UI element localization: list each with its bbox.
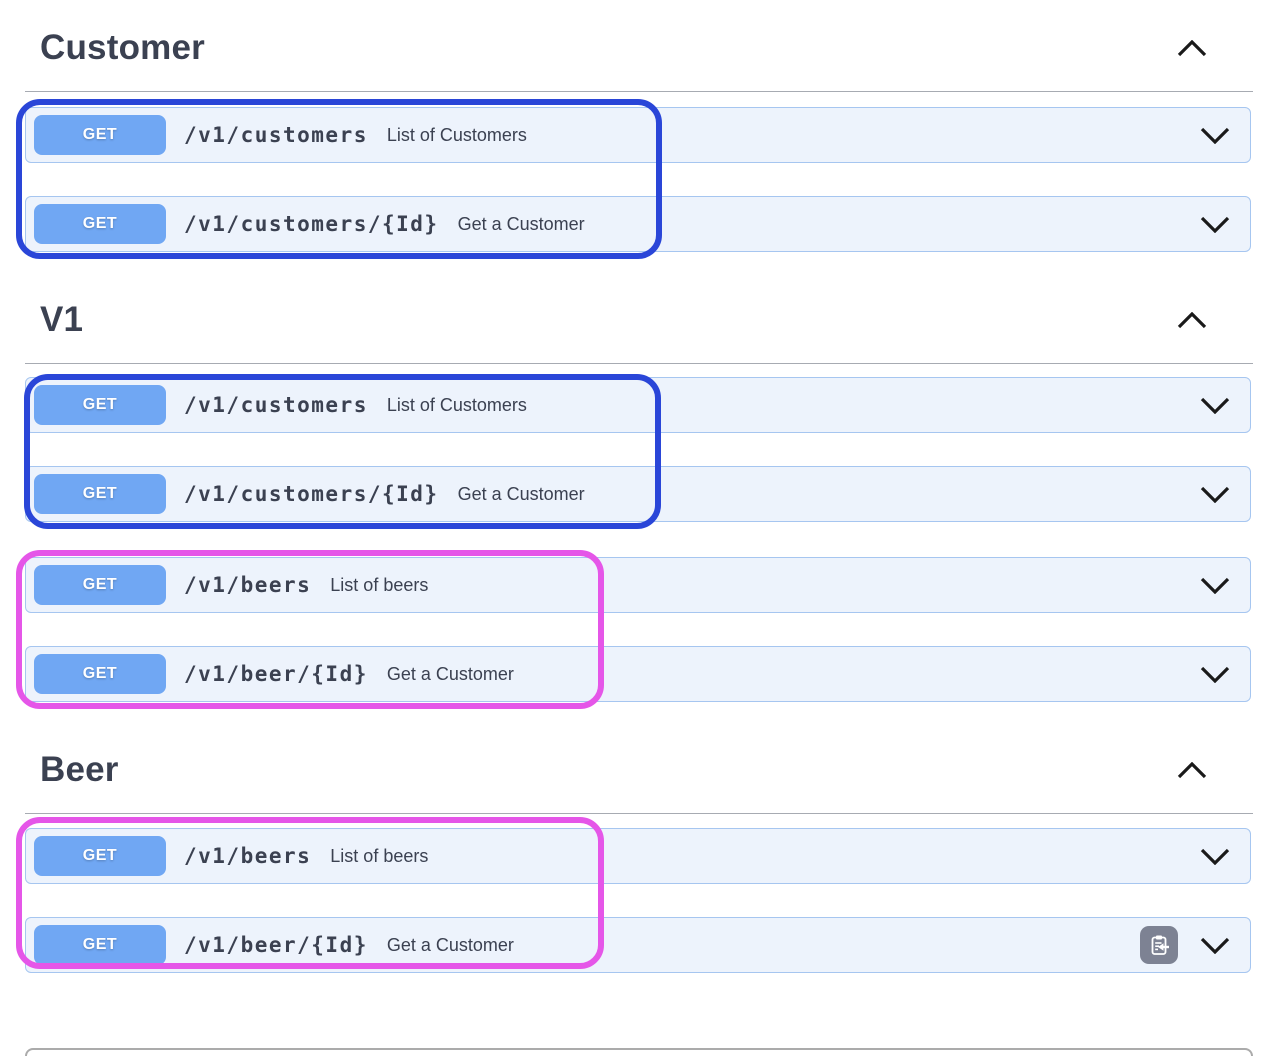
schemas-section-box	[25, 1048, 1253, 1056]
endpoint-path: /v1/customers/{Id}	[184, 212, 439, 236]
http-method-badge: GET	[34, 925, 166, 965]
http-method-badge: GET	[34, 654, 166, 694]
endpoint-row[interactable]: GET /v1/customers/{Id} Get a Customer	[25, 196, 1251, 252]
endpoint-row[interactable]: GET /v1/customers/{Id} Get a Customer	[25, 466, 1251, 522]
endpoint-row[interactable]: GET /v1/beer/{Id} Get a Customer	[25, 646, 1251, 702]
endpoint-description: List of beers	[330, 574, 429, 595]
section-divider	[25, 91, 1253, 92]
endpoint-row[interactable]: GET /v1/beers List of beers	[25, 828, 1251, 884]
endpoint-description: Get a Customer	[386, 663, 514, 684]
chevron-down-icon[interactable]	[1200, 666, 1230, 683]
http-method-badge: GET	[34, 385, 166, 425]
section-header-beer[interactable]: Beer	[25, 746, 1253, 794]
copy-to-clipboard-button[interactable]	[1140, 926, 1178, 964]
endpoint-description: Get a Customer	[386, 934, 514, 955]
section-title: V1	[40, 300, 84, 339]
endpoint-description: Get a Customer	[457, 483, 585, 504]
endpoint-row[interactable]: GET /v1/customers List of Customers	[25, 107, 1251, 163]
section-header-v1[interactable]: V1	[25, 296, 1253, 344]
http-method-badge: GET	[34, 565, 166, 605]
chevron-down-icon[interactable]	[1200, 127, 1230, 144]
endpoint-path: /v1/beer/{Id}	[184, 662, 368, 686]
endpoint-path: /v1/customers/{Id}	[184, 482, 439, 506]
chevron-up-icon[interactable]	[1177, 311, 1207, 329]
endpoint-path: /v1/customers	[184, 393, 368, 417]
endpoint-description: List of beers	[330, 845, 429, 866]
section-title: Customer	[40, 28, 205, 67]
section-header-customer[interactable]: Customer	[25, 24, 1253, 72]
endpoint-description: List of Customers	[386, 124, 527, 145]
endpoint-row[interactable]: GET /v1/beer/{Id} Get a Customer	[25, 917, 1251, 973]
http-method-badge: GET	[34, 836, 166, 876]
http-method-badge: GET	[34, 115, 166, 155]
section-title: Beer	[40, 750, 119, 789]
http-method-badge: GET	[34, 204, 166, 244]
clipboard-paste-icon	[1147, 933, 1171, 957]
endpoint-row[interactable]: GET /v1/customers List of Customers	[25, 377, 1251, 433]
endpoint-path: /v1/beer/{Id}	[184, 933, 368, 957]
chevron-down-icon[interactable]	[1200, 486, 1230, 503]
chevron-up-icon[interactable]	[1177, 761, 1207, 779]
chevron-down-icon[interactable]	[1200, 577, 1230, 594]
chevron-up-icon[interactable]	[1177, 39, 1207, 57]
http-method-badge: GET	[34, 474, 166, 514]
chevron-down-icon[interactable]	[1200, 216, 1230, 233]
chevron-down-icon[interactable]	[1200, 848, 1230, 865]
endpoint-row[interactable]: GET /v1/beers List of beers	[25, 557, 1251, 613]
section-divider	[25, 363, 1253, 364]
chevron-down-icon[interactable]	[1200, 397, 1230, 414]
endpoint-path: /v1/beers	[184, 573, 312, 597]
section-divider	[25, 813, 1253, 814]
endpoint-description: List of Customers	[386, 394, 527, 415]
chevron-down-icon[interactable]	[1200, 937, 1230, 954]
endpoint-path: /v1/customers	[184, 123, 368, 147]
endpoint-path: /v1/beers	[184, 844, 312, 868]
endpoint-description: Get a Customer	[457, 213, 585, 234]
